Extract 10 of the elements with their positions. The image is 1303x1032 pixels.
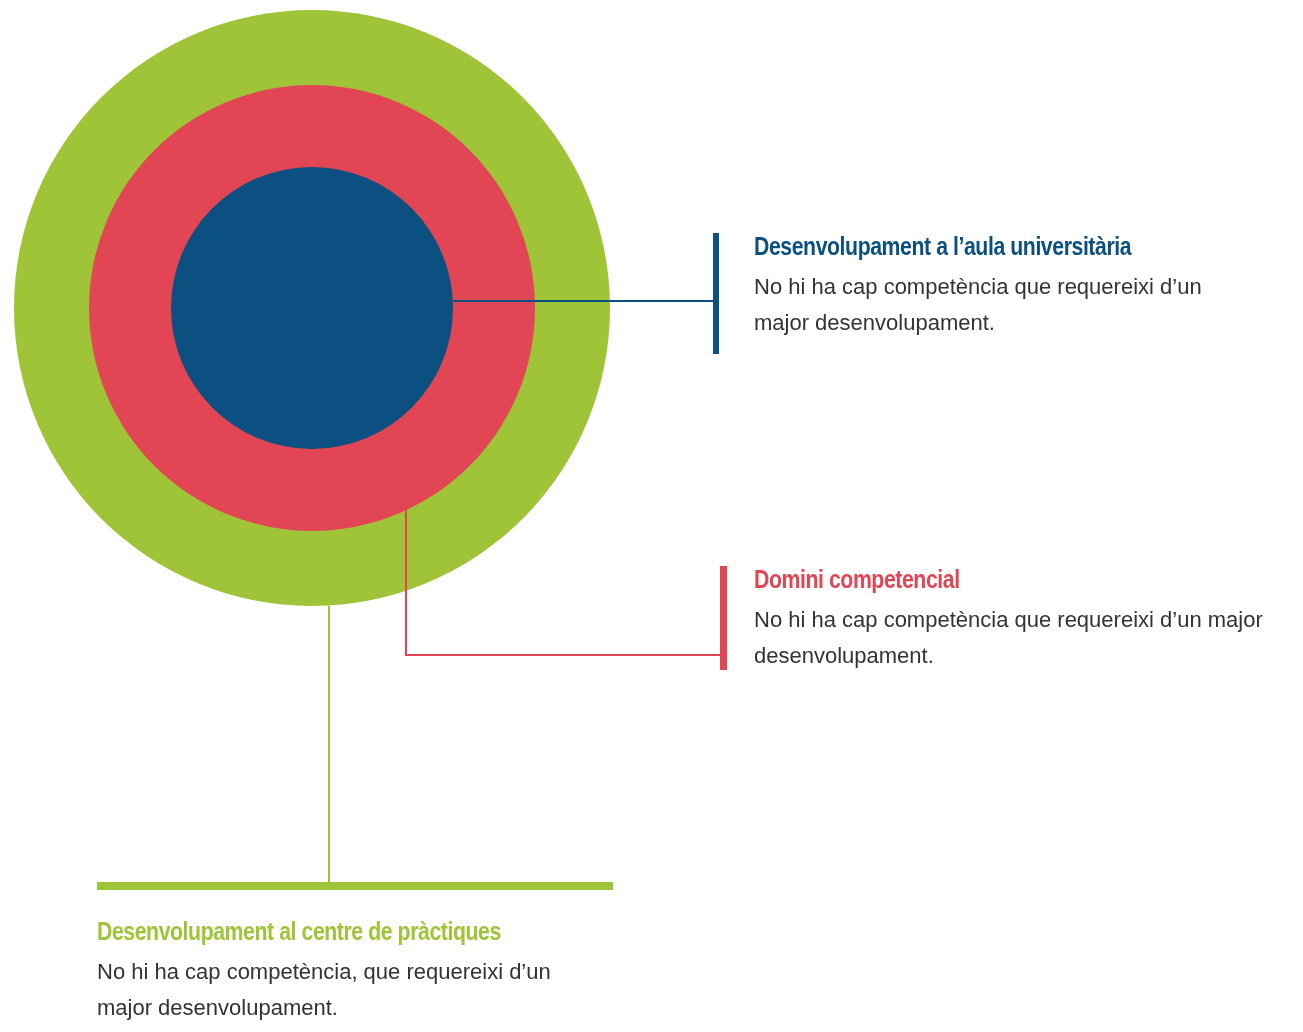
leader-line	[328, 604, 330, 883]
leader-line	[451, 300, 714, 302]
callout-description: No hi ha cap competència que requereixi d’un major desenvolupament.	[754, 273, 1203, 337]
leader-line	[405, 509, 721, 656]
callout-heading: Desenvolupament a l’aula universitària	[754, 231, 1133, 261]
callout-heading: Desenvolupament al centre de pràctiques	[97, 916, 502, 946]
callout-heading: Domini competencial	[754, 564, 961, 594]
callout-description: No hi ha cap competència que requereixi d’un major desenvolupament.	[754, 606, 1264, 670]
callout-bar	[97, 882, 613, 1022]
callout-description: No hi ha cap competència, que requereixi d’un major desenvolupament.	[97, 958, 552, 1022]
